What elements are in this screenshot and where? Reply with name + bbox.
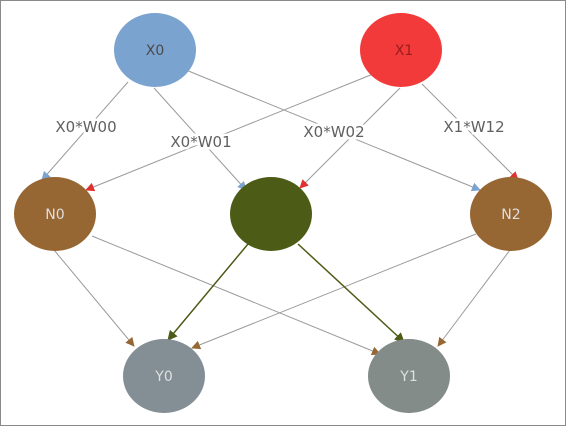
- node-n0: N0: [14, 177, 96, 251]
- node-n2-label: N2: [501, 207, 520, 223]
- edge-n0-y0: [53, 249, 135, 347]
- edge-x1-n2: [421, 83, 519, 181]
- edge-n2-y1: [437, 249, 511, 347]
- node-y1-shape: [368, 339, 450, 413]
- node-n0-label: N0: [45, 207, 64, 223]
- node-x0-shape: [114, 13, 196, 87]
- edge-n1-y1: [297, 243, 405, 343]
- edge-label-x1-n2: X1*W12: [443, 118, 504, 136]
- node-n1-shape: [230, 177, 312, 251]
- node-y1-label: Y1: [399, 369, 417, 385]
- node-y0: Y0: [123, 339, 205, 413]
- node-x1-label: X1: [395, 43, 414, 59]
- edge-n0-y1: [91, 235, 381, 356]
- edge-x1-n0: [85, 71, 379, 192]
- node-x0: X0: [114, 13, 196, 87]
- node-n0-shape: [14, 177, 96, 251]
- edge-x0-n0: [41, 81, 129, 181]
- node-n1: [230, 177, 312, 251]
- node-x0-label: X0: [146, 43, 165, 59]
- edge-label-x0-n2: X0*W02: [303, 123, 364, 141]
- edge-x0-n2: [185, 69, 481, 192]
- node-y0-shape: [123, 339, 205, 413]
- node-n2-shape: [470, 177, 552, 251]
- edge-x1-n1: [299, 87, 401, 189]
- node-n2: N2: [470, 177, 552, 251]
- edge-label-x0-n1: X0*W01: [170, 133, 231, 151]
- edge-n1-y0: [167, 243, 249, 341]
- node-x1: X1: [360, 13, 442, 87]
- edge-n2-y0: [191, 233, 477, 350]
- edge-label-x0-n0: X0*W00: [55, 118, 116, 136]
- node-x1-shape: [360, 13, 442, 87]
- node-y1: Y1: [368, 339, 450, 413]
- node-y0-label: Y0: [154, 369, 172, 385]
- edge-x0-n1: [153, 87, 247, 191]
